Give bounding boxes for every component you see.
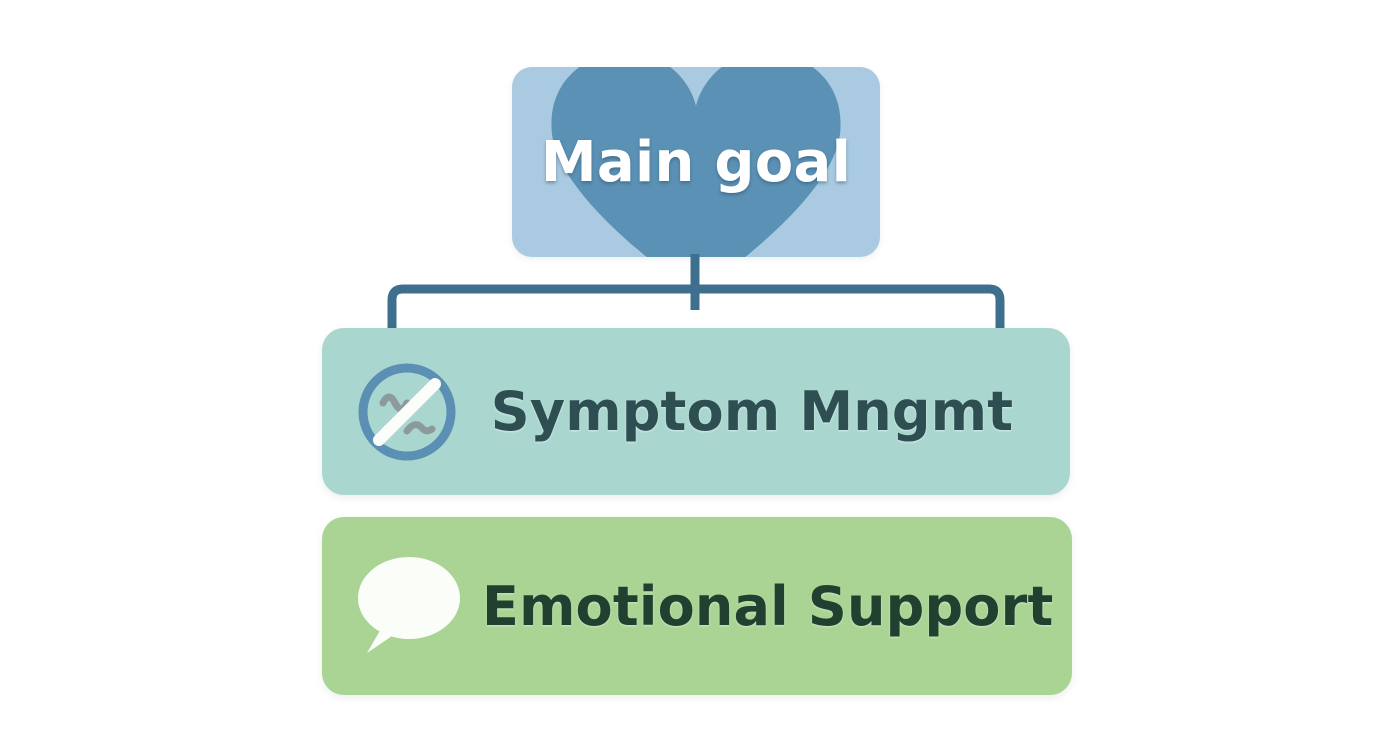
main-goal-node[interactable]: Main goal [512,67,880,257]
main-goal-label: Main goal [540,129,852,195]
branch-label-emotional-support: Emotional Support [482,574,1054,638]
heart-icon [512,67,880,257]
branch-label-symptom-mngmt: Symptom Mngmt [490,380,1014,443]
branch-node-emotional-support[interactable]: Emotional Support [322,517,1072,695]
branch-node-symptom-mngmt[interactable]: Symptom Mngmt [322,328,1070,495]
speech-bubble-icon [332,550,482,662]
no-smoking-icon [332,358,482,466]
